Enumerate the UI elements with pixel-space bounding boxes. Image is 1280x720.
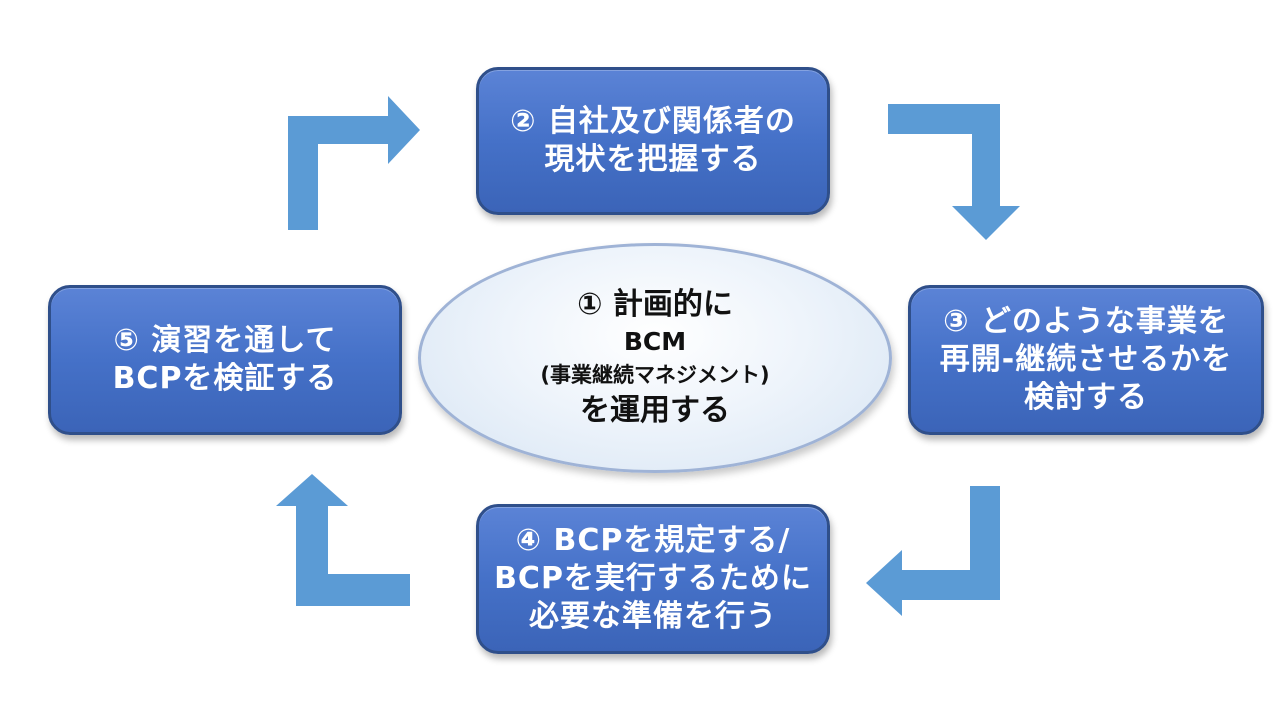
step-4-line-2: BCPを実行するために (494, 561, 812, 596)
center-line-1: ① 計画的に (577, 287, 733, 322)
arrow-step5-to-step2 (288, 96, 420, 230)
arrow-step4-to-step5 (276, 474, 410, 606)
step-3-line-2: 再開-継続させるかを (939, 342, 1233, 377)
step-5-line-2: BCPを検証する (112, 361, 338, 396)
step-5-line-1: ⑤ 演習を通して (113, 323, 337, 358)
step-2-line-2: 現状を把握する (544, 142, 762, 177)
center-line-3: (事業継続マネジメント) (540, 363, 770, 387)
center-line-2: BCM (623, 327, 687, 356)
step-3-line-1: ③ どのような事業を (943, 304, 1229, 339)
step-3-box: ③ どのような事業を 再開-継続させるかを 検討する (908, 285, 1264, 435)
step-2-line-1: ② 自社及び関係者の (510, 104, 796, 139)
center-bcm-oval: ① 計画的に BCM (事業継続マネジメント) を運用する (418, 243, 892, 473)
center-line-4: を運用する (580, 393, 730, 428)
step-4-line-3: 必要な準備を行う (529, 599, 777, 634)
arrow-step2-to-step3 (888, 104, 1020, 240)
step-4-line-1: ④ BCPを規定する/ (515, 523, 791, 558)
step-4-box: ④ BCPを規定する/ BCPを実行するために 必要な準備を行う (476, 504, 830, 654)
step-5-box: ⑤ 演習を通して BCPを検証する (48, 285, 402, 435)
step-2-box: ② 自社及び関係者の 現状を把握する (476, 67, 830, 215)
step-3-line-3: 検討する (1024, 380, 1148, 415)
arrow-step3-to-step4 (866, 486, 1000, 616)
